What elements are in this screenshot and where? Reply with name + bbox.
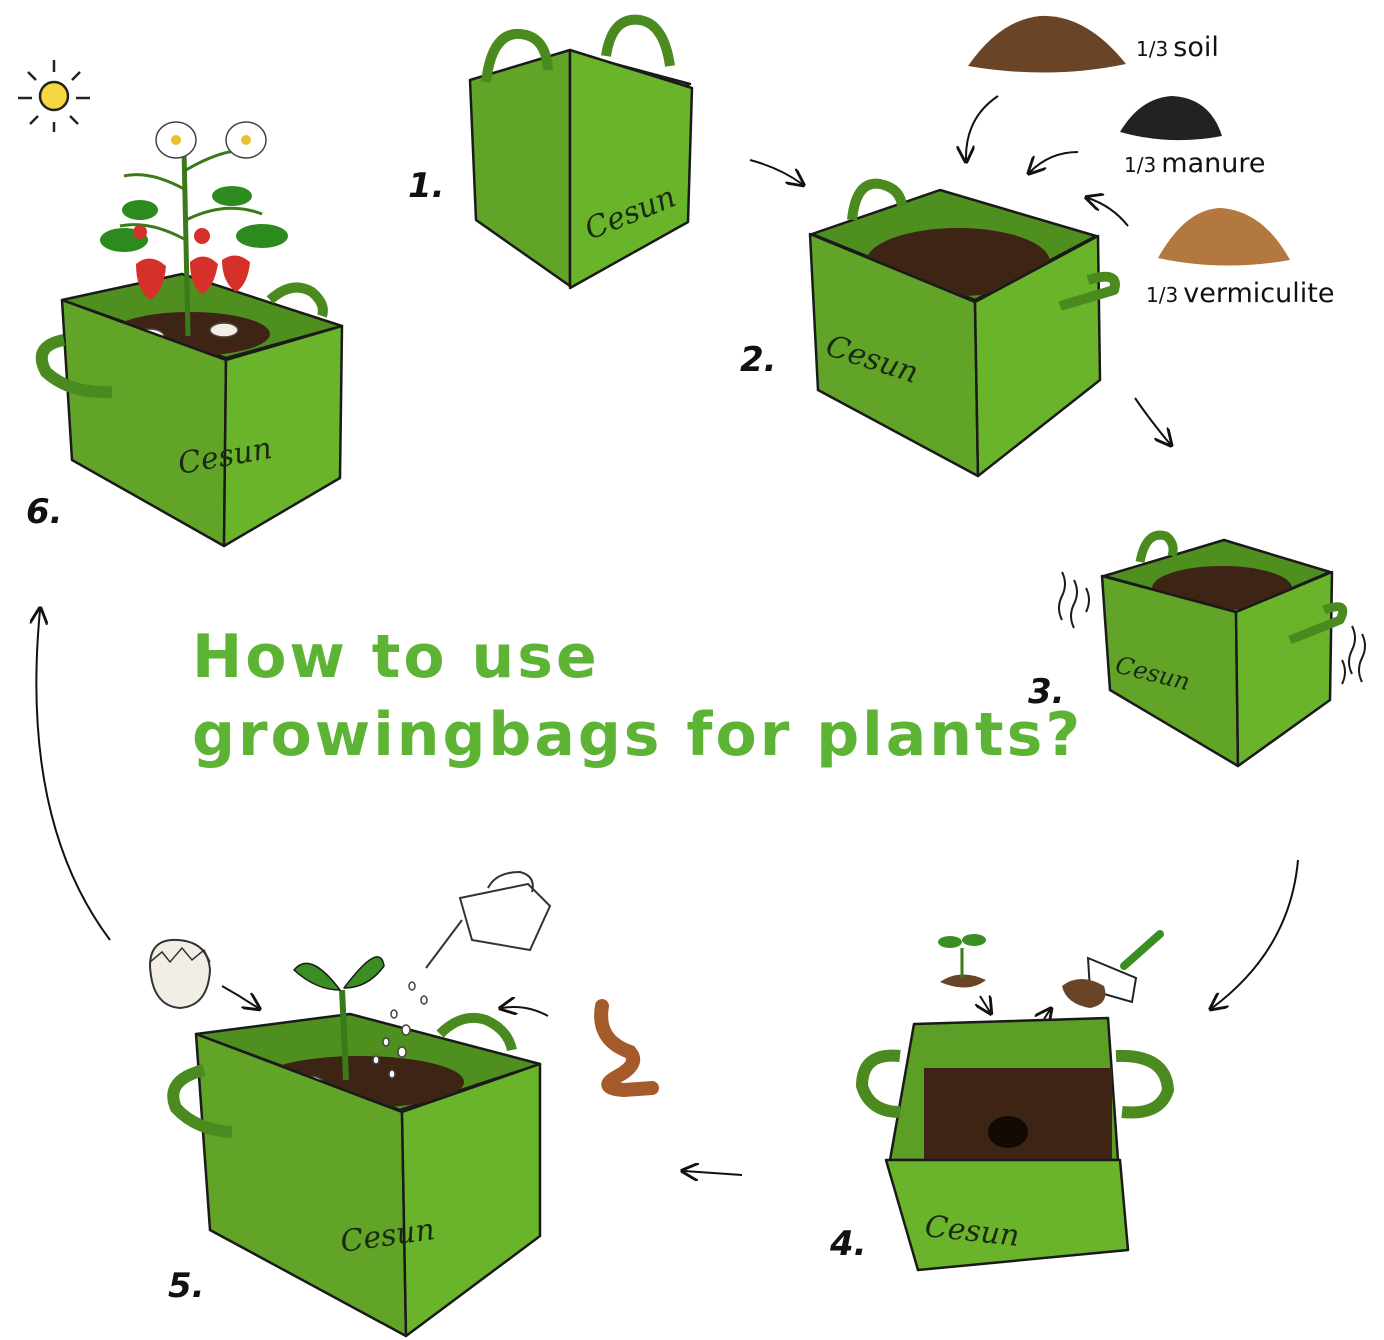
bag-handle: [266, 282, 328, 318]
vermiculite-pile-icon: [1158, 208, 1290, 266]
bag-left-panel: [468, 48, 572, 288]
bag-handle: [601, 14, 675, 67]
sprout-stem: [339, 989, 349, 1081]
arrow-step2-to-step3: [1134, 397, 1170, 444]
step-2-number: 2.: [740, 340, 777, 380]
bag-right-panel: [400, 1062, 542, 1338]
sprout-leaf: [293, 962, 341, 991]
planting-hole: [988, 1116, 1028, 1148]
bag-handle: [1135, 530, 1178, 563]
eggshell-icon: [148, 938, 212, 1010]
trowel-icon: [1062, 930, 1164, 1008]
headline-line-1: How to use: [192, 622, 600, 692]
step2-filled-bag: Cesun: [808, 178, 1120, 478]
arrow-vermiculite-in: [1088, 198, 1129, 227]
arrow-step5-to-step6: [36, 610, 111, 941]
bag-side-handle: [1288, 602, 1348, 645]
bag-right-panel: [1234, 570, 1334, 768]
ingredient-name: manure: [1161, 148, 1266, 179]
water-drops: [372, 981, 428, 1079]
bag-side-handle: [1058, 271, 1120, 311]
arrow-step4-to-step5: [684, 1171, 743, 1175]
headline-line-2: growingbags for plants?: [192, 700, 1084, 770]
bag-handle: [481, 28, 553, 83]
ingredient-name: vermiculite: [1183, 278, 1335, 309]
ingredient-piles: [968, 15, 1290, 266]
shake-lines: [1058, 571, 1366, 685]
bag-right-panel: [973, 234, 1102, 478]
step6-plant-bag: Cesun: [35, 272, 344, 548]
bag-right-panel: [568, 48, 694, 290]
step-6-number: 6.: [26, 492, 63, 532]
ingredient-manure-label: 1/3 manure: [1124, 148, 1265, 179]
arrow-soil-in: [966, 95, 999, 160]
bag-soil: [924, 1068, 1112, 1160]
arrow-manure-in: [1030, 151, 1079, 172]
seedling-icon: [938, 934, 986, 988]
step3-shaken-bag: Cesun: [1058, 530, 1366, 768]
diagram-headline: How to use growingbags for plants?: [192, 618, 1083, 774]
arrow-eggshell-in: [221, 985, 258, 1008]
earthworm-icon: [594, 999, 659, 1098]
ingredient-name: soil: [1173, 32, 1219, 63]
step1-empty-bag: Cesun: [468, 14, 694, 290]
bag-right-panel: [222, 324, 344, 548]
soil-pile-icon: [968, 15, 1126, 73]
bag-front-panel: [884, 1158, 1130, 1272]
sprout-leaf: [343, 956, 385, 989]
bag-side-handle: [167, 1064, 233, 1138]
bag-side-handle: [35, 334, 113, 399]
watering-can-icon: [425, 870, 552, 969]
step4-planting-bag: Cesun: [856, 1016, 1174, 1272]
step-4-number: 4.: [830, 1224, 867, 1264]
ingredient-fraction: 1/3: [1124, 153, 1157, 177]
arrow-step1-to-step2: [749, 159, 802, 184]
manure-pile-icon: [1120, 96, 1222, 141]
ingredient-fraction: 1/3: [1136, 37, 1169, 61]
cycle-arrows: [36, 95, 1299, 1175]
bag-side-handle: [1115, 1049, 1174, 1119]
sun-icon: [18, 60, 90, 132]
step-5-number: 5.: [168, 1266, 205, 1306]
ingredient-vermiculite-label: 1/3 vermiculite: [1146, 278, 1334, 309]
strawberry-plant-icon: [100, 121, 288, 337]
step-1-number: 1.: [408, 166, 445, 206]
bag-side-handle: [856, 1049, 901, 1118]
bag-handle: [436, 1012, 517, 1052]
ingredient-fraction: 1/3: [1146, 283, 1179, 307]
step-3-number: 3.: [1028, 672, 1065, 712]
arrow-worm-in: [502, 1007, 549, 1017]
step5-seedling-bag: Cesun: [167, 956, 542, 1338]
ingredient-soil-label: 1/3 soil: [1136, 32, 1219, 63]
eggshell-in-soil: [209, 322, 239, 338]
bag-handle: [847, 178, 907, 221]
arrow-step3-to-step4: [1212, 859, 1299, 1008]
arrow-seedling-down: [980, 996, 990, 1012]
